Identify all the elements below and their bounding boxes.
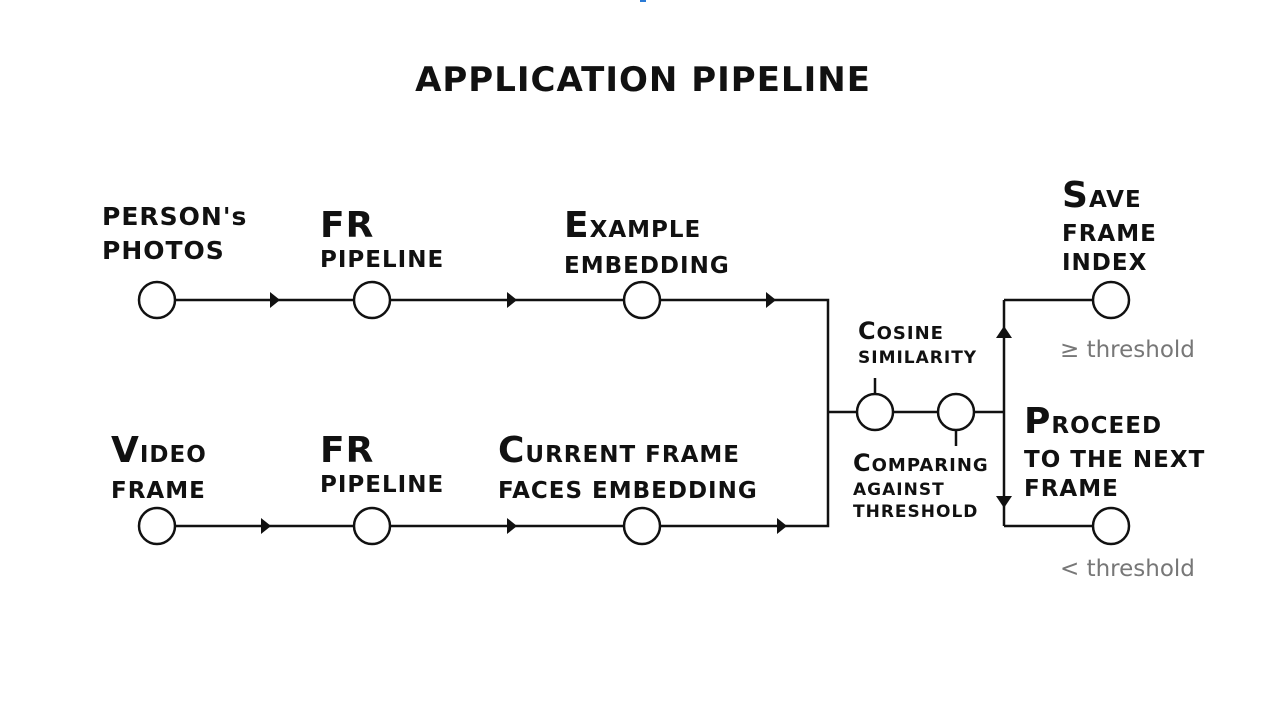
label-person-photos: PERSON's PHOTOS (102, 200, 247, 268)
top-accent-mark (640, 0, 646, 2)
label-save-line2: FRAME (1062, 221, 1157, 247)
label-save-frame-index: SAVE FRAME INDEX (1062, 178, 1157, 278)
label-current-frame-embedding: CURRENT FRAME FACES EMBEDDING (498, 432, 758, 506)
arrow-bottom-1 (261, 518, 271, 534)
label-cosine-initial: C (858, 317, 877, 345)
node-save-frame-index (1091, 280, 1131, 320)
label-proceed-next-frame: PROCEED TO THE NEXT FRAME (1024, 404, 1205, 504)
label-current-line2: FACES EMBEDDING (498, 478, 758, 504)
arrow-top-1 (270, 292, 280, 308)
label-current-initial: C (498, 430, 526, 471)
label-save-condition: ≥ threshold (1060, 337, 1195, 363)
label-fr-bottom-line2: PIPELINE (320, 472, 445, 498)
arrow-bottom-3 (777, 518, 787, 534)
label-proceed-line3: FRAME (1024, 476, 1119, 502)
wire-top-3 (660, 298, 830, 412)
label-cosine-similarity: COSINE SIMILARITY (858, 318, 977, 369)
node-fr-pipeline-bottom (352, 506, 392, 546)
node-comparing-threshold (936, 392, 976, 432)
arrow-top-2 (507, 292, 517, 308)
node-person-photos (137, 280, 177, 320)
arrow-bottom-2 (507, 518, 517, 534)
label-current-rest: URRENT FRAME (525, 442, 740, 468)
label-comparing-line2: AGAINST (853, 480, 945, 500)
label-video-frame: VIDEO FRAME (111, 432, 207, 506)
label-proceed-initial: P (1024, 401, 1052, 442)
label-save-initial: S (1062, 175, 1089, 216)
label-example-rest: XAMPLE (589, 217, 702, 243)
label-comparing-initial: C (853, 449, 872, 477)
arrow-down (996, 496, 1012, 508)
node-proceed-next-frame (1091, 506, 1131, 546)
node-current-frame-embedding (622, 506, 662, 546)
label-cosine-rest: OSINE (876, 323, 944, 344)
label-video-line2: FRAME (111, 478, 206, 504)
label-comparing-line3: THRESHOLD (853, 502, 979, 522)
label-fr-pipeline-top: FR PIPELINE (320, 207, 444, 275)
label-fr-pipeline-bottom: FR PIPELINE (320, 432, 444, 500)
label-video-rest: IDEO (139, 442, 207, 468)
label-fr-bottom-line1: FR (320, 430, 375, 471)
wire-bottom-3 (660, 412, 830, 528)
label-save-line3: INDEX (1062, 250, 1148, 276)
label-cosine-line2: SIMILARITY (858, 348, 978, 368)
label-comparing-rest: OMPARING (871, 455, 989, 476)
label-example-initial: E (564, 205, 590, 246)
label-person-photos-line2: PHOTOS (102, 236, 225, 265)
label-person-photos-line1: PERSON's (102, 202, 248, 231)
node-cosine-similarity (855, 392, 895, 432)
node-video-frame (137, 506, 177, 546)
label-video-initial: V (111, 430, 140, 471)
label-proceed-line2: TO THE NEXT (1024, 447, 1206, 473)
label-example-line2: EMBEDDING (564, 253, 730, 279)
label-save-rest: AVE (1088, 187, 1142, 213)
label-proceed-condition: < threshold (1060, 556, 1195, 582)
node-example-embedding (622, 280, 662, 320)
label-fr-top-line2: PIPELINE (320, 247, 445, 273)
label-example-embedding: EXAMPLE EMBEDDING (564, 207, 730, 281)
label-comparing-threshold: COMPARING AGAINST THRESHOLD (853, 450, 989, 523)
label-fr-top-line1: FR (320, 205, 375, 246)
node-fr-pipeline-top (352, 280, 392, 320)
diagram-title: APPLICATION PIPELINE (415, 60, 871, 100)
label-proceed-rest: ROCEED (1051, 413, 1163, 439)
arrow-up (996, 326, 1012, 338)
arrow-top-3 (766, 292, 776, 308)
